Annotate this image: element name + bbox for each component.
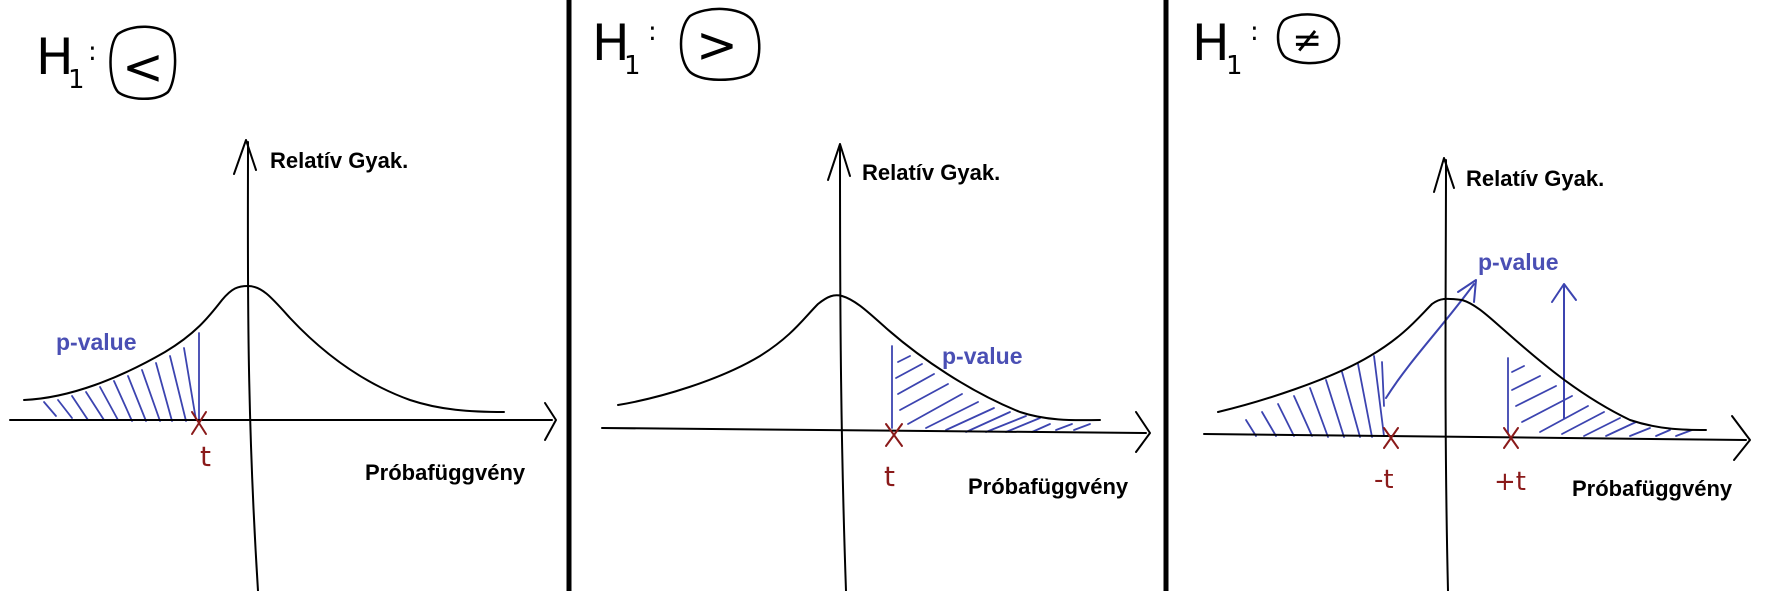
panel-two-tailed: H 1 : ≠ xyxy=(1192,13,1751,591)
pvalue-hatch-area-right xyxy=(1507,357,1693,437)
pvalue-label: p-value xyxy=(1478,249,1559,275)
hypothesis-header: H 1 : < xyxy=(36,25,177,100)
pvalue-arrow-right-head xyxy=(1551,283,1577,303)
y-axis-arrow xyxy=(827,143,851,181)
y-axis-arrow xyxy=(233,139,257,175)
y-axis xyxy=(1444,159,1449,591)
panel-left-tail: H 1 : < t Relatív Gyak. Próbafüggvény xyxy=(9,25,557,591)
x-axis-arrow xyxy=(1731,415,1751,461)
x-axis-label: Próbafüggvény xyxy=(365,460,526,485)
hypothesis-prefix: H xyxy=(592,14,630,72)
x-axis-arrow xyxy=(1135,411,1151,453)
hypothesis-colon: : xyxy=(88,37,97,67)
test-statistic-marker: t xyxy=(884,423,903,493)
y-axis xyxy=(839,145,847,591)
marker-label: t xyxy=(884,460,895,493)
x-axis xyxy=(1203,433,1747,441)
hypothesis-sub: 1 xyxy=(624,51,641,81)
marker-label: t xyxy=(200,440,211,473)
x-axis-arrow xyxy=(544,402,557,441)
hypothesis-symbol: ≠ xyxy=(1292,20,1322,61)
hypothesis-header: H 1 : ≠ xyxy=(1192,13,1341,81)
hypothesis-prefix: H xyxy=(1192,14,1230,72)
marker-label: -t xyxy=(1374,465,1394,495)
x-axis-label: Próbafüggvény xyxy=(1572,476,1733,501)
hypothesis-symbol: < xyxy=(122,38,164,96)
hypothesis-symbol-circle xyxy=(679,7,761,82)
test-statistic-marker-negative: -t xyxy=(1374,427,1399,495)
hypothesis-sub: 1 xyxy=(68,65,85,95)
hypothesis-colon: : xyxy=(648,17,657,47)
y-axis xyxy=(246,141,259,591)
pvalue-hatch-area xyxy=(43,332,200,422)
pvalue-hatch-area xyxy=(891,345,1091,433)
hypothesis-symbol-circle xyxy=(109,25,177,100)
test-statistic-marker: t xyxy=(191,411,211,473)
test-statistic-marker-positive: +t xyxy=(1494,427,1526,497)
hypothesis-colon: : xyxy=(1250,17,1259,47)
hypothesis-symbol: > xyxy=(696,16,738,74)
marker-label: +t xyxy=(1494,467,1526,497)
y-axis-label: Relatív Gyak. xyxy=(1466,166,1604,191)
hypothesis-symbol-circle xyxy=(1276,13,1341,65)
pvalue-hatch-area-left xyxy=(1245,355,1385,438)
density-curve xyxy=(617,294,1101,422)
density-curve xyxy=(1217,297,1707,431)
x-axis-label: Próbafüggvény xyxy=(968,474,1129,499)
pvalue-label: p-value xyxy=(56,329,137,355)
y-axis-label: Relatív Gyak. xyxy=(862,160,1000,185)
pvalue-arrow-left xyxy=(1385,283,1475,399)
pvalue-label: p-value xyxy=(942,343,1023,369)
y-axis-arrow xyxy=(1433,157,1455,193)
pvalue-arrow-left-head xyxy=(1457,279,1477,303)
hypothesis-prefix: H xyxy=(36,28,74,86)
panel-right-tail: H 1 : > t Relatív Gyak. Próbafüg xyxy=(592,7,1151,591)
x-axis xyxy=(601,427,1147,434)
y-axis-label: Relatív Gyak. xyxy=(270,148,408,173)
hypothesis-sub: 1 xyxy=(1226,51,1243,81)
hypothesis-header: H 1 : > xyxy=(592,7,761,82)
